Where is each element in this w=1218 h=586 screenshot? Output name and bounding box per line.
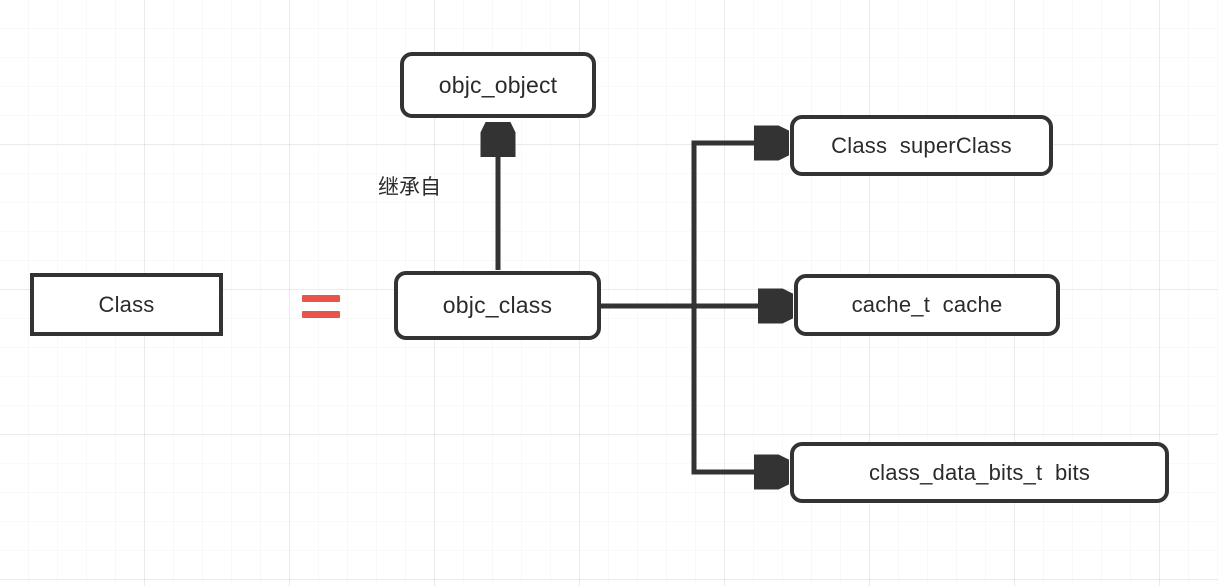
edge-objc-class-to-superclass — [691, 143, 783, 306]
edge-label-inherits-from: 继承自 — [378, 176, 441, 199]
node-objc-class[interactable]: objc_class — [394, 271, 601, 340]
node-cache-label: cache_t cache — [851, 292, 1003, 317]
node-objc-object[interactable]: objc_object — [400, 52, 596, 118]
node-cache[interactable]: cache_t cache — [794, 274, 1060, 336]
equals-bar-top — [302, 295, 340, 302]
node-super-class[interactable]: Class superClass — [790, 115, 1053, 176]
node-class-label: Class — [98, 291, 155, 317]
equals-bar-bottom — [302, 311, 340, 318]
node-objc-class-label: objc_class — [442, 292, 553, 318]
edge-objc-class-to-bits — [691, 306, 783, 472]
node-class[interactable]: Class — [30, 273, 223, 336]
node-objc-object-label: objc_object — [438, 71, 558, 98]
equals-sign-icon — [302, 295, 340, 319]
node-bits[interactable]: class_data_bits_t bits — [790, 442, 1169, 503]
node-super-class-label: Class superClass — [831, 132, 1012, 158]
node-bits-label: class_data_bits_t bits — [868, 459, 1091, 485]
